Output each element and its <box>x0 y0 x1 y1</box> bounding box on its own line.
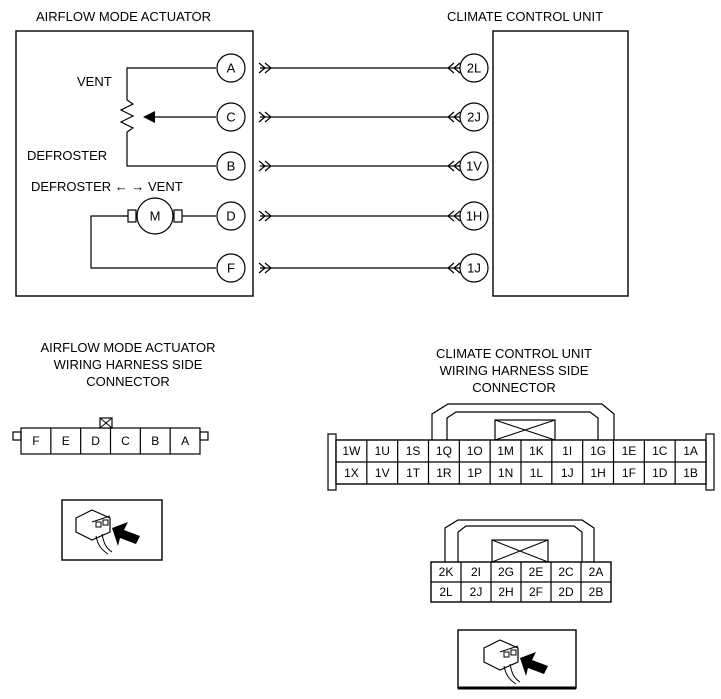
ccu-box <box>492 30 629 297</box>
wire-B-1V: B 1V <box>216 151 489 181</box>
ccu-connector-pin: 1B <box>683 466 698 480</box>
ccu-title: CLIMATE CONTROL UNIT <box>447 9 603 24</box>
ccu-connector-pin: 1N <box>498 466 513 480</box>
motor-terminal-left <box>127 209 137 223</box>
actuator-connector-pin: A <box>181 434 189 448</box>
actuator-box <box>15 30 254 297</box>
ccu-connector-pin: 1D <box>652 466 668 480</box>
svg-text:CONNECTOR: CONNECTOR <box>86 374 170 389</box>
motor-lead-f <box>90 215 216 269</box>
ccu-connector-pin: 1E <box>622 444 637 458</box>
svg-text:CONNECTOR: CONNECTOR <box>472 380 556 395</box>
actuator-connector-pin: F <box>32 434 39 448</box>
wire-C-2J: C 2J <box>216 102 489 132</box>
connector-harness-icon <box>457 629 577 690</box>
svg-text:CLIMATE CONTROL UNIT: CLIMATE CONTROL UNIT <box>436 346 592 361</box>
ccu-connector-pin: 1T <box>406 466 421 480</box>
connector-harness-icon <box>61 499 163 561</box>
ccu-connector-pin: 1I <box>562 444 572 458</box>
ccu-connector-pin: 2B <box>589 585 604 599</box>
ccu-connector-pin: 2L <box>439 585 453 599</box>
direction-label: DEFROSTER ← → VENT <box>31 179 183 194</box>
ccu-connector-1: 1W 1U 1S 1Q 1O 1M 1K 1I 1G 1E 1C 1A 1X 1V 1T 1R 1P 1N 1L 1J… <box>327 403 715 491</box>
ccu-connector-pin: 1K <box>529 444 544 458</box>
ccu-pin-label: 2J <box>467 110 481 125</box>
actuator-title: AIRFLOW MODE ACTUATOR <box>36 9 211 24</box>
ccu-connector-pin: 1G <box>590 444 606 458</box>
ccu-pin-circle <box>459 151 489 181</box>
ccu-pin-label: 1V <box>466 159 482 174</box>
wire-D-1H: D 1H <box>216 201 489 231</box>
actuator-pin-circle <box>216 151 246 181</box>
ccu-connector-pin: 1S <box>406 444 421 458</box>
ccu-connector-pin: 2J <box>470 585 483 599</box>
ccu-pin-label: 1J <box>467 261 481 276</box>
ccu-connector-pin: 2I <box>471 565 481 579</box>
ccu-connector-pin: 1X <box>344 466 359 480</box>
svg-text:WIRING HARNESS SIDE: WIRING HARNESS SIDE <box>54 357 203 372</box>
ccu-connector-pin: 1W <box>342 444 361 458</box>
actuator-connector-pin: C <box>121 434 130 448</box>
svg-text:AIRFLOW MODE ACTUATOR: AIRFLOW MODE ACTUATOR <box>40 340 215 355</box>
actuator-pin-label: A <box>227 61 236 76</box>
actuator-pin-circle <box>216 201 246 231</box>
ccu-pin-label: 1H <box>466 209 483 224</box>
actuator-pin-circle <box>216 253 246 283</box>
ccu-connector-pin: 1L <box>530 466 544 480</box>
ccu-connector-pin: 1A <box>683 444 698 458</box>
ccu-connector-pin: 1U <box>375 444 390 458</box>
actuator-pin-label: B <box>227 159 236 174</box>
ccu-connector-pin: 1R <box>436 466 452 480</box>
wire-A-2L: A 2L <box>216 53 489 83</box>
ccu-connector-pin: 2D <box>558 585 574 599</box>
ccu-connector-pin: 1M <box>497 444 514 458</box>
actuator-connector-pin: E <box>62 434 70 448</box>
svg-text:WIRING HARNESS SIDE: WIRING HARNESS SIDE <box>440 363 589 378</box>
wire-group: A 2L C 2J B 1V D 1H F 1J <box>216 53 489 283</box>
defroster-label: DEFROSTER <box>27 148 107 163</box>
motor-terminal-right <box>173 209 183 223</box>
ccu-connector-2: 2K 2I 2G 2E 2C 2A 2L 2J 2H 2F 2D 2B <box>430 519 612 603</box>
motor-icon <box>136 197 174 235</box>
ccu-connector-pin: 2F <box>529 585 543 599</box>
vent-label: VENT <box>77 74 112 89</box>
actuator-connector-pin: D <box>91 434 100 448</box>
ccu-pin-circle <box>459 201 489 231</box>
ccu-connector-pin: 2H <box>498 585 513 599</box>
ccu-connector-pin: 1O <box>467 444 483 458</box>
pot-lower-lead <box>126 132 216 167</box>
wiper-arrow-icon <box>143 111 155 123</box>
ccu-connector-pin: 1P <box>467 466 482 480</box>
actuator-pin-circle <box>216 53 246 83</box>
ccu-pin-label: 2L <box>467 61 481 76</box>
actuator-pin-label: C <box>226 110 235 125</box>
actuator-connector-title: AIRFLOW MODE ACTUATOR WIRING HARNESS SID… <box>40 340 215 389</box>
ccu-connector-pin: 2C <box>558 565 574 579</box>
ccu-connector-pin: 2A <box>589 565 604 579</box>
potentiometer-resistor <box>119 99 135 133</box>
ccu-connector-pin: 1F <box>622 466 636 480</box>
ccu-connector-pin: 1H <box>590 466 605 480</box>
wire-F-1J: F 1J <box>216 253 489 283</box>
actuator-pin-label: D <box>226 209 235 224</box>
ccu-connector-pin: 2E <box>529 565 544 579</box>
ccu-pin-circle <box>459 53 489 83</box>
motor-label: M <box>150 209 161 224</box>
ccu-connector-title: CLIMATE CONTROL UNIT WIRING HARNESS SIDE… <box>436 346 592 395</box>
actuator-pin-circle <box>216 102 246 132</box>
pot-upper-lead <box>126 67 216 100</box>
ccu-connector-pin: 2K <box>439 565 454 579</box>
ccu-connector-pin: 2G <box>498 565 514 579</box>
ccu-pin-circle <box>459 253 489 283</box>
ccu-connector-pin: 1Q <box>436 444 452 458</box>
actuator-pin-label: F <box>227 261 235 276</box>
ccu-connector-pin: 1J <box>561 466 574 480</box>
ccu-pin-circle <box>459 102 489 132</box>
ccu-connector-pin: 1C <box>652 444 668 458</box>
ccu-connector-pin: 1V <box>375 466 390 480</box>
actuator-connector-pin: B <box>151 434 159 448</box>
